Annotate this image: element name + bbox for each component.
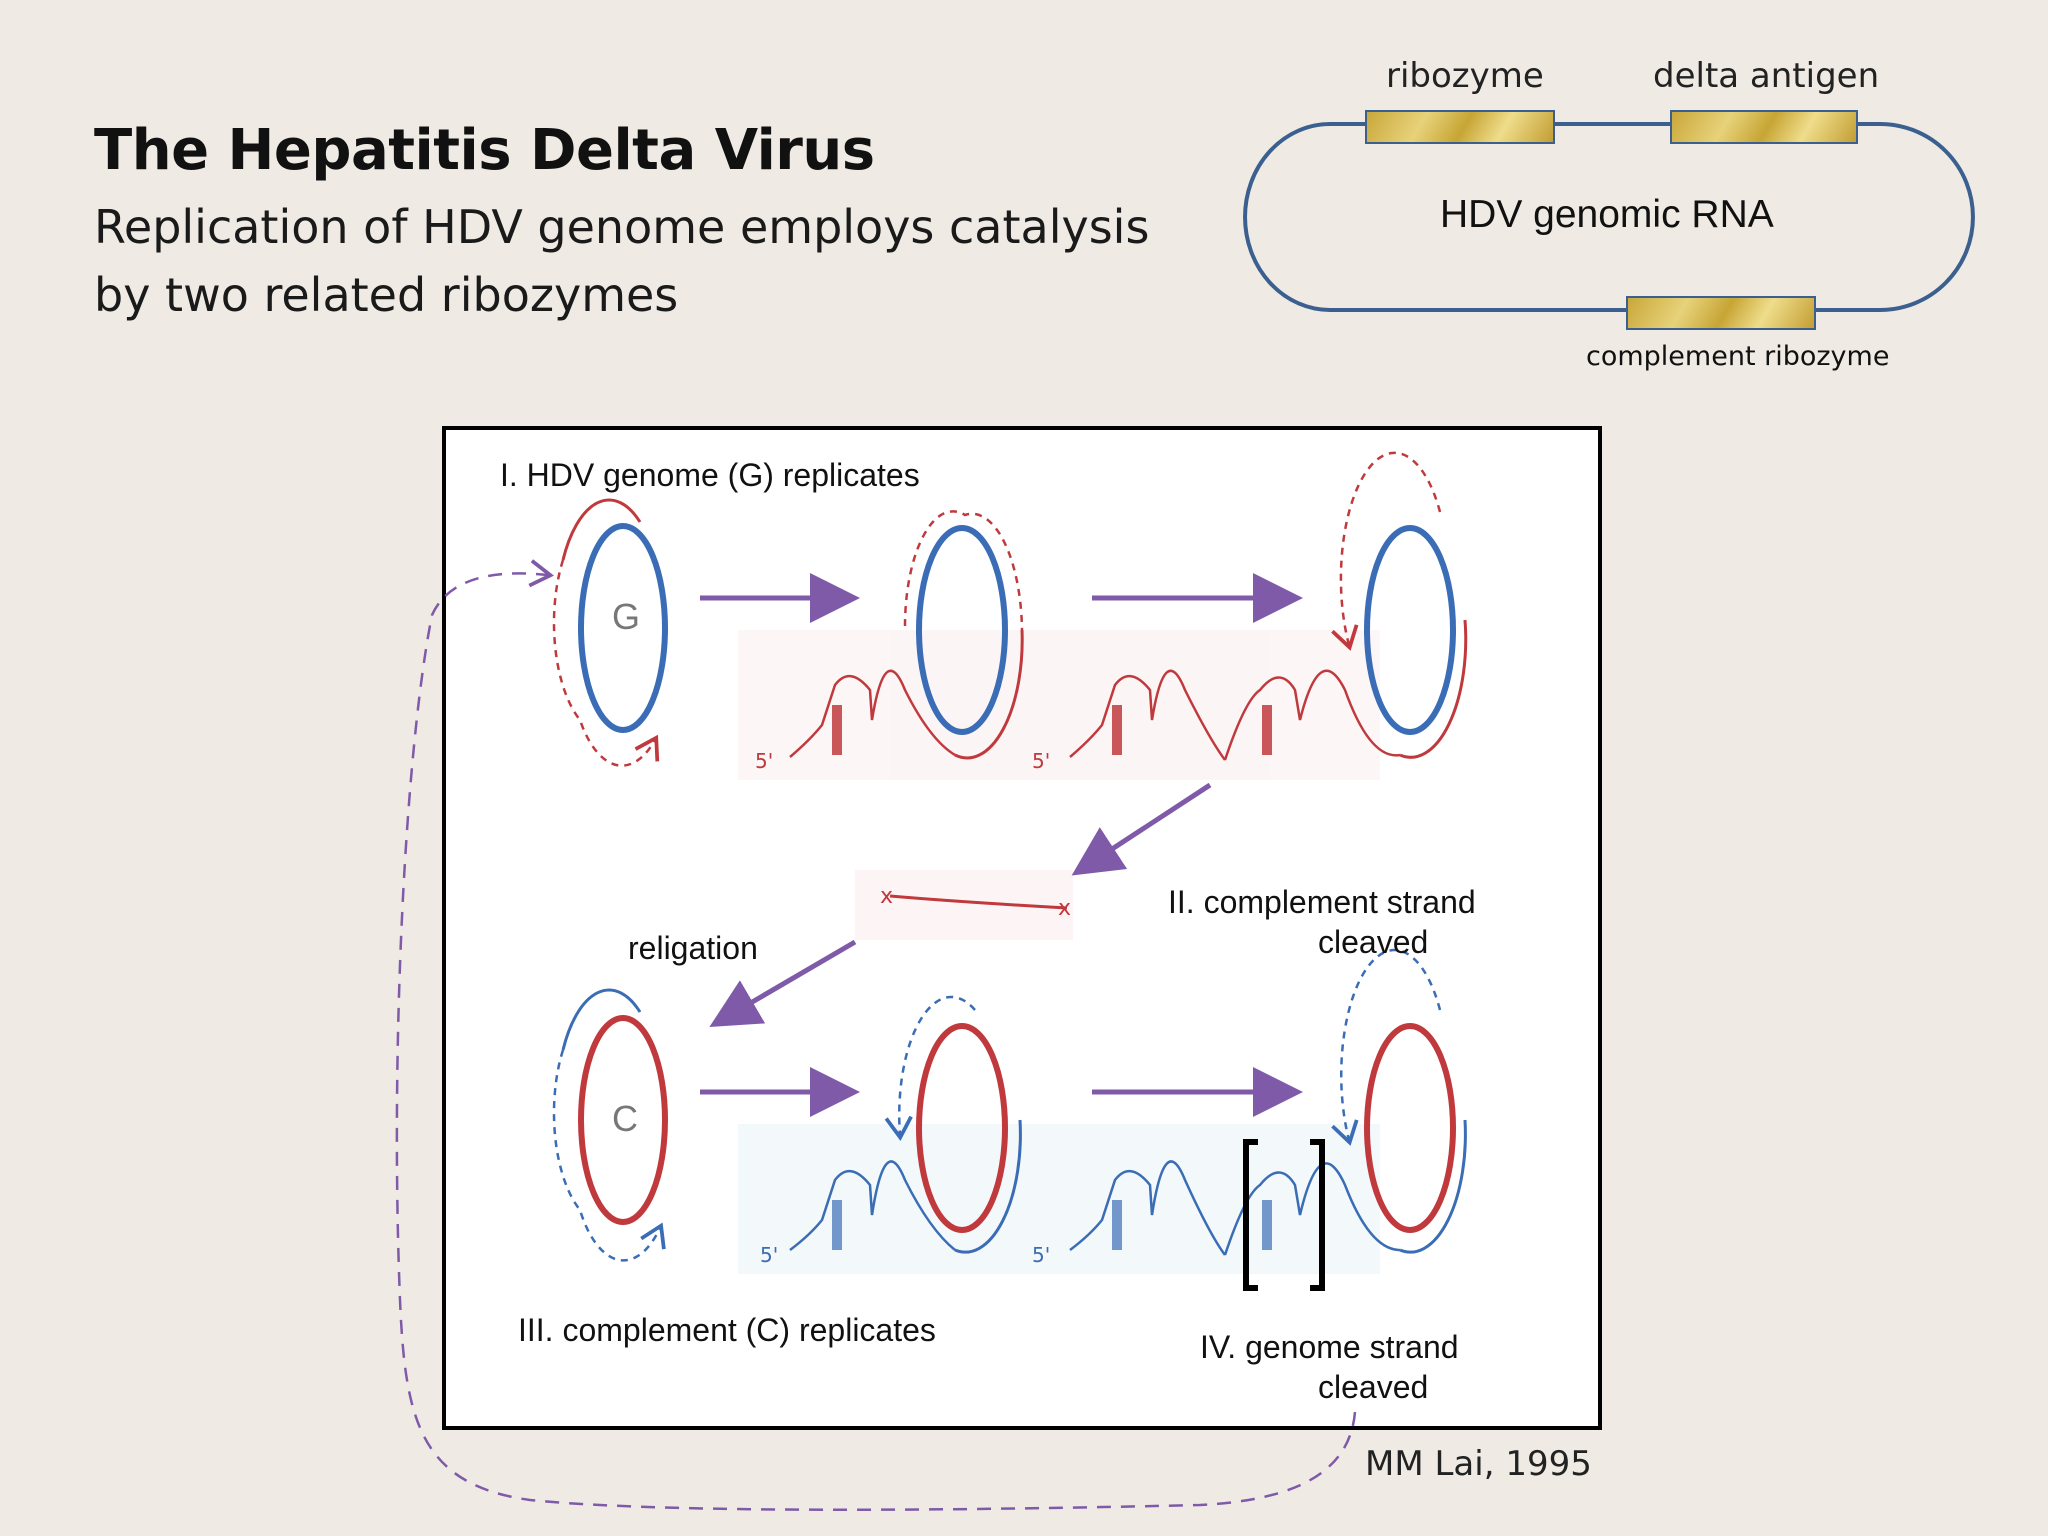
complement-c-label: C [612,1098,638,1139]
genome-g-label: G [612,596,641,637]
step1-label: I. HDV genome (G) replicates [500,457,920,493]
slide-title: The Hepatitis Delta Virus [94,118,875,183]
complement-ribozyme-gene-box [1626,296,1816,330]
citation: MM Lai, 1995 [1365,1444,1592,1484]
step2-label-cont: cleaved [1318,924,1429,960]
religation-label: religation [628,930,758,966]
slide-subtitle-line1: Replication of HDV genome employs cataly… [94,200,1150,254]
delta-antigen-gene-box [1670,110,1858,144]
complement-ribozyme-label: complement ribozyme [1586,341,1890,372]
step2-label: II. complement strand [1168,884,1476,920]
step3-label: III. complement (C) replicates [518,1312,936,1348]
step4-label: IV. genome strand [1200,1329,1459,1365]
hdv-genomic-rna-label: HDV genomic RNA [1440,193,1774,236]
slide-subtitle-line2: by two related ribozymes [94,268,679,322]
delta-antigen-label: delta antigen [1653,56,1880,96]
ribozyme-gene-box [1365,110,1555,144]
step4-label-cont: cleaved [1318,1369,1429,1405]
ribozyme-label: ribozyme [1386,56,1544,96]
